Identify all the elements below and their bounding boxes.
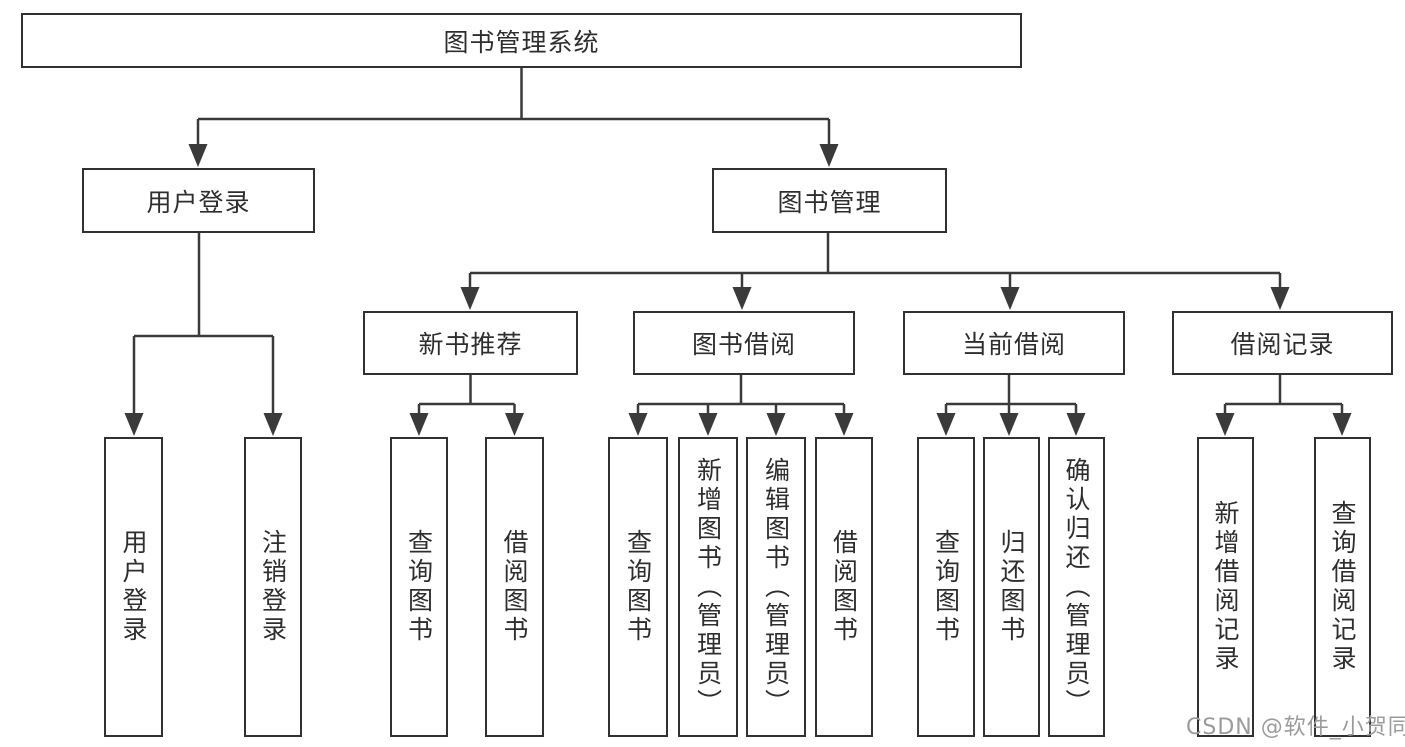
node-label: 注销登录	[258, 529, 288, 645]
leaf-add-borrow-record: 新增借阅记录	[1197, 437, 1254, 737]
arrow-down-icon	[409, 413, 429, 436]
node-new-book-recommendation: 新书推荐	[363, 311, 578, 375]
node-label: 查询图书	[931, 529, 961, 645]
arrow-down-icon	[766, 413, 786, 436]
node-book-management: 图书管理	[712, 168, 947, 233]
node-label: 新增图书（管理员）	[693, 456, 723, 718]
arrow-down-icon	[819, 144, 839, 167]
arrow-down-icon	[628, 413, 648, 436]
leaf-user-login: 用户登录	[104, 437, 163, 737]
arrow-down-icon	[263, 413, 283, 436]
node-label: 新书推荐	[418, 330, 523, 359]
arrow-down-icon	[1332, 413, 1352, 436]
node-library-management-system: 图书管理系统	[21, 13, 1022, 68]
connector-book-management	[468, 233, 1282, 290]
node-label: 图书管理	[777, 187, 882, 217]
node-label: 图书管理系统	[443, 27, 600, 57]
node-borrowing-records: 借阅记录	[1172, 311, 1393, 375]
leaf-query-books-borrow: 查询图书	[608, 437, 668, 737]
arrow-down-icon	[999, 413, 1019, 436]
arrow-down-icon	[936, 413, 956, 436]
arrow-down-icon	[1270, 287, 1290, 310]
arrow-down-icon	[1066, 413, 1086, 436]
leaf-confirm-return-admin: 确认归还（管理员）	[1048, 437, 1105, 737]
leaf-query-books-current: 查询图书	[917, 437, 975, 737]
arrow-down-icon	[505, 413, 524, 436]
connector-book-borrowing	[636, 375, 846, 415]
node-label: 编辑图书（管理员）	[761, 456, 791, 718]
connector-borrowing-records	[1223, 375, 1344, 415]
node-label: 用户登录	[146, 187, 251, 217]
node-label: 查询图书	[623, 529, 653, 645]
node-label: 确认归还（管理员）	[1062, 456, 1091, 718]
node-label: 查询借阅记录	[1328, 500, 1357, 674]
node-user-login: 用户登录	[82, 168, 315, 233]
node-current-borrowing: 当前借阅	[903, 311, 1125, 375]
node-label: 借阅图书	[829, 529, 859, 645]
arrow-down-icon	[834, 413, 854, 436]
arrow-down-icon	[460, 287, 480, 310]
csdn-watermark: CSDN @软件_小贺同学	[1186, 715, 1405, 740]
node-label: 当前借阅	[961, 330, 1066, 359]
leaf-add-book-admin: 新增图书（管理员）	[678, 437, 738, 737]
node-label: 新增借阅记录	[1211, 500, 1240, 674]
node-label: 查询图书	[404, 529, 434, 645]
connector-root	[196, 68, 831, 146]
node-label: 归还图书	[997, 529, 1026, 645]
node-label: 图书借阅	[691, 330, 796, 359]
node-book-borrowing: 图书借阅	[633, 311, 855, 375]
connector-user-login	[132, 233, 275, 415]
leaf-return-books: 归还图书	[983, 437, 1040, 737]
leaf-borrow-books-borrow: 借阅图书	[815, 437, 873, 737]
leaf-edit-book-admin: 编辑图书（管理员）	[746, 437, 806, 737]
connector-new-book-recommendation	[417, 375, 516, 415]
node-label: 借阅图书	[500, 529, 529, 645]
leaf-query-books-recommend: 查询图书	[390, 437, 448, 737]
arrow-down-icon	[1000, 287, 1020, 310]
leaf-query-borrow-record: 查询借阅记录	[1314, 437, 1371, 737]
arrow-down-icon	[188, 144, 208, 167]
arrow-down-icon	[1215, 413, 1235, 436]
leaf-borrow-books-recommend: 借阅图书	[485, 437, 544, 737]
leaf-logout: 注销登录	[244, 437, 302, 737]
node-label: 借阅记录	[1230, 330, 1335, 359]
node-label: 用户登录	[119, 529, 148, 645]
connector-current-borrowing	[944, 375, 1078, 415]
arrow-down-icon	[124, 413, 144, 436]
arrow-down-icon	[732, 287, 752, 310]
arrow-down-icon	[698, 413, 718, 436]
